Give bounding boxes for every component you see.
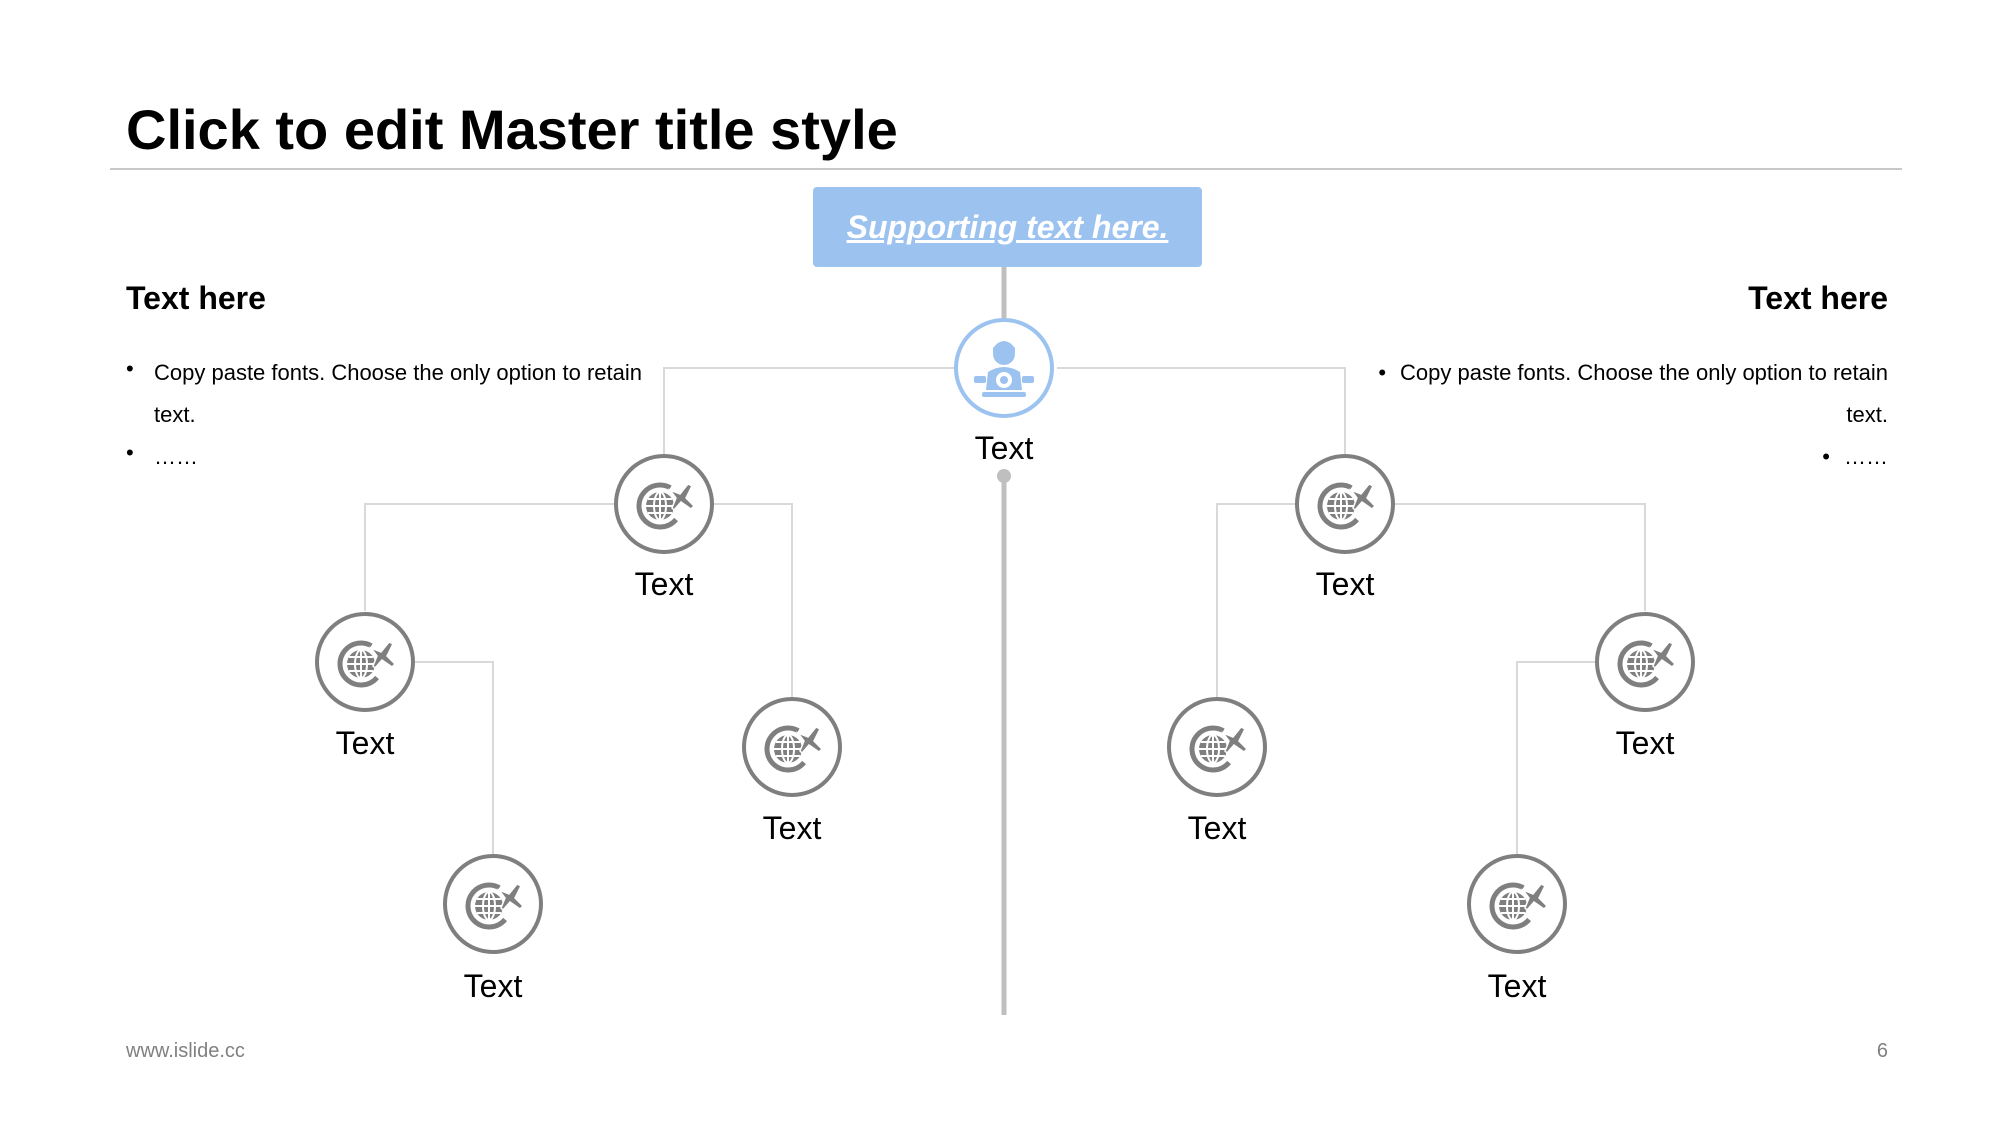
node-label[interactable]: Text — [1615, 725, 1675, 761]
supporting-text[interactable]: Supporting text here. — [846, 208, 1169, 245]
tree-node[interactable] — [1295, 454, 1395, 554]
footer-url: www.islide.cc — [126, 1040, 245, 1062]
person-gear-icon — [974, 341, 1034, 397]
left-heading[interactable]: Text here — [126, 280, 266, 316]
right-bullet-item[interactable]: •Copy paste fonts. Choose the only optio… — [1378, 360, 1888, 427]
left-bullet-item[interactable]: •…… — [126, 440, 198, 469]
tree-node[interactable] — [1467, 854, 1567, 954]
center-axis-dot — [997, 469, 1011, 483]
tree-node[interactable] — [443, 854, 543, 954]
tree-node[interactable] — [742, 697, 842, 797]
right-bullet-list: •Copy paste fonts. Choose the only optio… — [1368, 352, 1888, 478]
node-label[interactable]: Text — [335, 725, 395, 761]
page-number: 6 — [1876, 1040, 1888, 1062]
root-node-label[interactable]: Text — [974, 430, 1034, 466]
tree-node[interactable] — [315, 612, 415, 712]
title-divider — [110, 168, 1902, 170]
left-bullet-item[interactable]: •Copy paste fonts. Choose the only optio… — [126, 356, 642, 427]
root-node[interactable] — [954, 318, 1054, 418]
node-label[interactable]: Text — [1187, 810, 1247, 846]
node-label[interactable]: Text — [463, 968, 523, 1004]
tree-node[interactable] — [1595, 612, 1695, 712]
node-label[interactable]: Text — [1315, 566, 1375, 602]
node-label[interactable]: Text — [762, 810, 822, 846]
left-bullet-list: •Copy paste fonts. Choose the only optio… — [126, 352, 646, 478]
node-label[interactable]: Text — [1487, 968, 1547, 1004]
tree-node[interactable] — [1167, 697, 1267, 797]
right-heading[interactable]: Text here — [1748, 280, 1888, 316]
tree-node[interactable] — [614, 454, 714, 554]
right-bullet-item[interactable]: •…… — [1822, 444, 1888, 469]
supporting-text-box[interactable]: Supporting text here. — [813, 187, 1202, 267]
node-label[interactable]: Text — [634, 566, 694, 602]
slide-title[interactable]: Click to edit Master title style — [126, 98, 898, 161]
